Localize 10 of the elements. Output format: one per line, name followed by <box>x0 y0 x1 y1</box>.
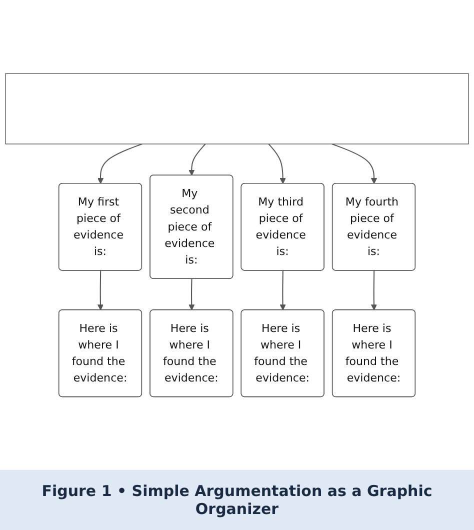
arrow <box>370 270 377 310</box>
arrow <box>97 143 142 184</box>
figure-caption: Figure 1 • Simple Argumentation as a Graphic Organizer <box>40 481 434 520</box>
arrow <box>97 270 104 310</box>
arrow <box>188 143 206 176</box>
arrow <box>332 143 378 184</box>
node-box <box>5 73 469 144</box>
arrow <box>188 278 195 310</box>
arrow <box>268 143 286 184</box>
arrow <box>280 270 286 310</box>
